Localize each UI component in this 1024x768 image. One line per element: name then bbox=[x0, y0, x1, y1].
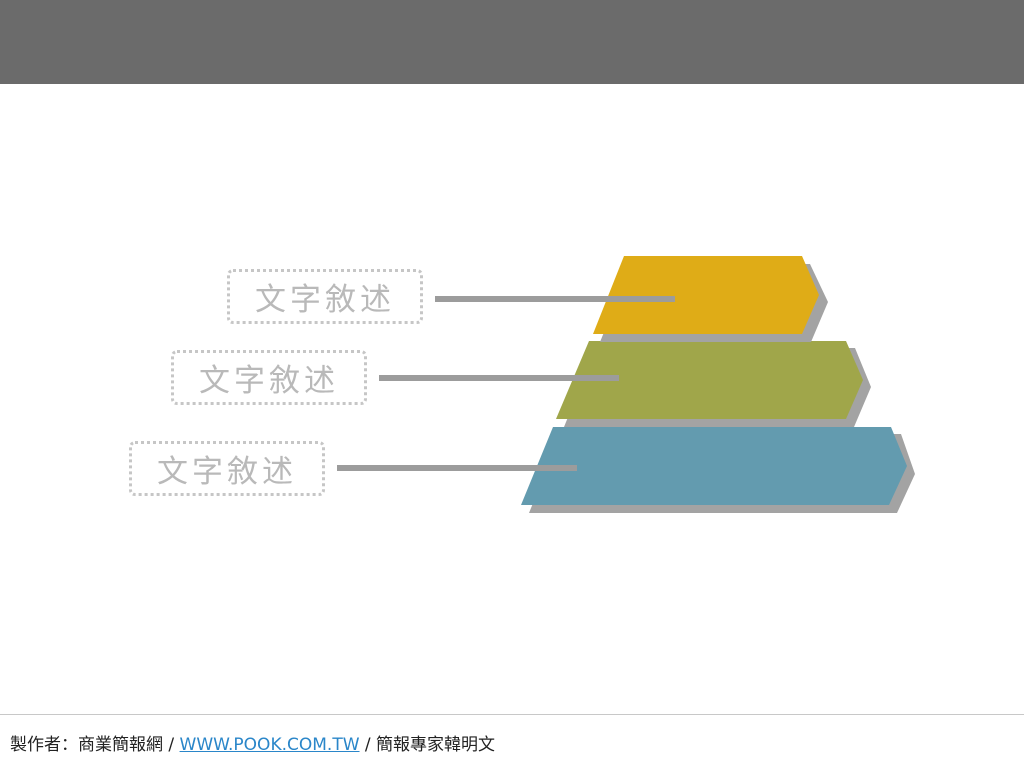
layer-2-connector-line bbox=[379, 375, 619, 381]
footer-prefix: 製作者：商業簡報網 / bbox=[10, 735, 180, 755]
footer-divider bbox=[0, 714, 1024, 715]
layer-3-connector-line bbox=[337, 465, 577, 471]
layer-1-label: 文字敘述 bbox=[227, 269, 423, 324]
layer-1-connector-line bbox=[435, 296, 675, 302]
layer-3-label: 文字敘述 bbox=[129, 441, 325, 496]
footer-website-link[interactable]: WWW.POOK.COM.TW bbox=[179, 735, 360, 755]
footer-suffix: / 簡報專家韓明文 bbox=[359, 735, 496, 755]
layer-3-arrow-block bbox=[521, 427, 907, 505]
layer-2-arrow-block bbox=[556, 341, 863, 419]
layer-1-arrow-block bbox=[593, 256, 819, 334]
footer-credit: 製作者：商業簡報網 / WWW.POOK.COM.TW / 簡報專家韓明文 bbox=[10, 730, 495, 755]
layer-2-label: 文字敘述 bbox=[171, 350, 367, 405]
top-header-bar bbox=[0, 0, 1024, 84]
